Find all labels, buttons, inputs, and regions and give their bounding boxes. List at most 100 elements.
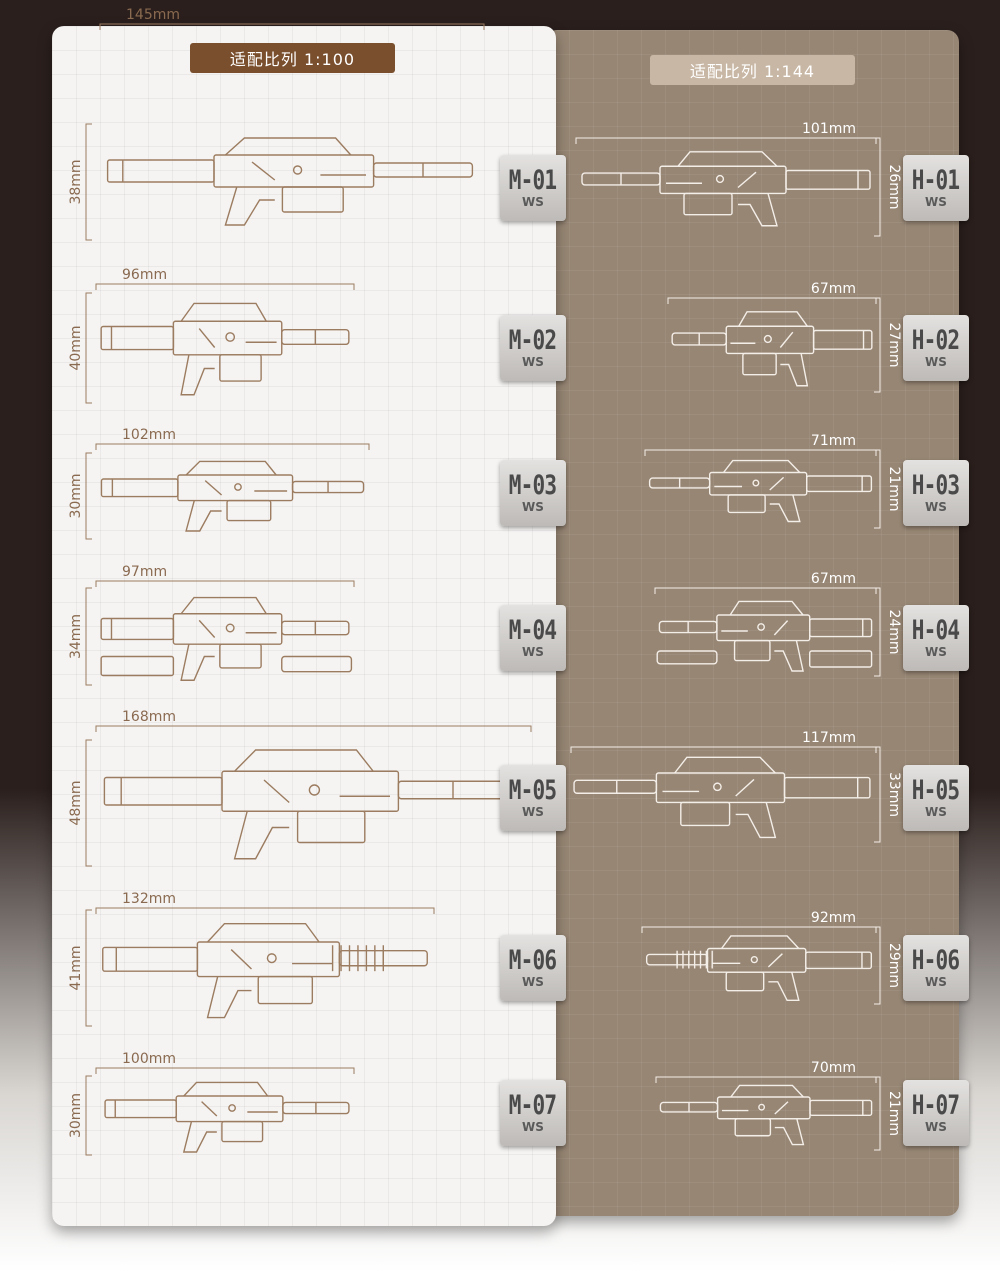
width-label: 132mm <box>122 891 176 907</box>
width-dimension-line <box>667 297 877 304</box>
badge-suffix: WS <box>925 975 947 989</box>
weapon-outline <box>645 935 873 1001</box>
height-dimension-line <box>874 587 881 677</box>
width-label: 100mm <box>122 1051 176 1067</box>
width-dimension-line <box>575 137 877 144</box>
badge-suffix: WS <box>522 355 544 369</box>
width-label: 67mm <box>811 281 856 297</box>
scale-1-100-header: 适配比列 1:100 <box>190 43 395 73</box>
height-dimension-line <box>874 1076 881 1151</box>
badge-code: M-06 <box>509 945 557 976</box>
badge-suffix: WS <box>925 645 947 659</box>
badge-suffix: WS <box>522 500 544 514</box>
width-dimension-line <box>644 449 877 456</box>
height-label: 29mm <box>886 943 902 988</box>
badge-suffix: WS <box>925 355 947 369</box>
badge-code: H-05 <box>912 775 960 806</box>
height-dimension-line <box>874 746 881 843</box>
height-label: 21mm <box>886 466 902 511</box>
height-dimension-line <box>874 926 881 1005</box>
badge-suffix: WS <box>925 1120 947 1134</box>
badge-suffix: WS <box>522 1120 544 1134</box>
weapon-outline <box>100 596 353 681</box>
width-dimension-line <box>95 725 532 732</box>
width-label: 168mm <box>122 709 176 725</box>
right-item-3: 71mm 21mm <box>644 433 902 529</box>
badge-code: H-02 <box>912 325 960 356</box>
height-dimension-line <box>85 1075 92 1156</box>
badge-code: M-01 <box>509 165 557 196</box>
width-label: 71mm <box>811 433 856 449</box>
badge-code: H-04 <box>912 615 960 646</box>
scale-1-144-header: 适配比列 1:144 <box>650 55 855 85</box>
width-label: 101mm <box>802 121 856 137</box>
width-label: 96mm <box>122 267 167 283</box>
height-dimension-line <box>874 137 881 237</box>
badge-code: H-01 <box>912 165 960 196</box>
badge-suffix: WS <box>522 195 544 209</box>
scale-1-144-panel <box>545 30 959 1216</box>
width-label: 92mm <box>811 910 856 926</box>
weapon-outline <box>656 600 873 672</box>
weapon-outline <box>648 459 873 523</box>
height-dimension-line <box>85 739 92 867</box>
width-dimension-line <box>95 580 355 587</box>
badge-code: H-06 <box>912 945 960 976</box>
weapon-outline <box>102 922 428 1019</box>
badge-suffix: WS <box>522 805 544 819</box>
width-dimension-line <box>95 1067 355 1074</box>
height-dimension-line <box>874 297 881 393</box>
badge-code: M-05 <box>509 775 557 806</box>
weapon-outline <box>659 1084 873 1146</box>
weapon-outline <box>671 311 873 387</box>
height-label: 33mm <box>886 772 902 817</box>
width-label: 117mm <box>802 730 856 746</box>
badge-suffix: WS <box>925 500 947 514</box>
height-dimension-line <box>85 292 92 404</box>
height-dimension-line <box>85 909 92 1027</box>
badge-suffix: WS <box>522 975 544 989</box>
weapon-outline <box>106 137 474 226</box>
width-dimension-line <box>95 443 370 450</box>
width-dimension-line <box>654 587 877 594</box>
weapon-outline <box>573 756 871 839</box>
width-dimension-line <box>655 1076 877 1083</box>
badge-suffix: WS <box>522 645 544 659</box>
badge-code: H-03 <box>912 470 960 501</box>
badge-code: H-07 <box>912 1090 960 1121</box>
width-dimension-line <box>641 926 877 933</box>
height-label: 38mm <box>68 159 84 204</box>
right-item-6: 92mm 29mm <box>641 910 902 1005</box>
weapon-outline <box>100 460 365 532</box>
weapon-outline <box>104 1081 350 1153</box>
weapon-outline <box>100 302 350 396</box>
height-label: 30mm <box>68 473 84 518</box>
width-label: 97mm <box>122 564 167 580</box>
width-label: 67mm <box>811 571 856 587</box>
badge-code: M-02 <box>509 325 557 356</box>
height-dimension-line <box>85 452 92 540</box>
badge-suffix: WS <box>925 805 947 819</box>
